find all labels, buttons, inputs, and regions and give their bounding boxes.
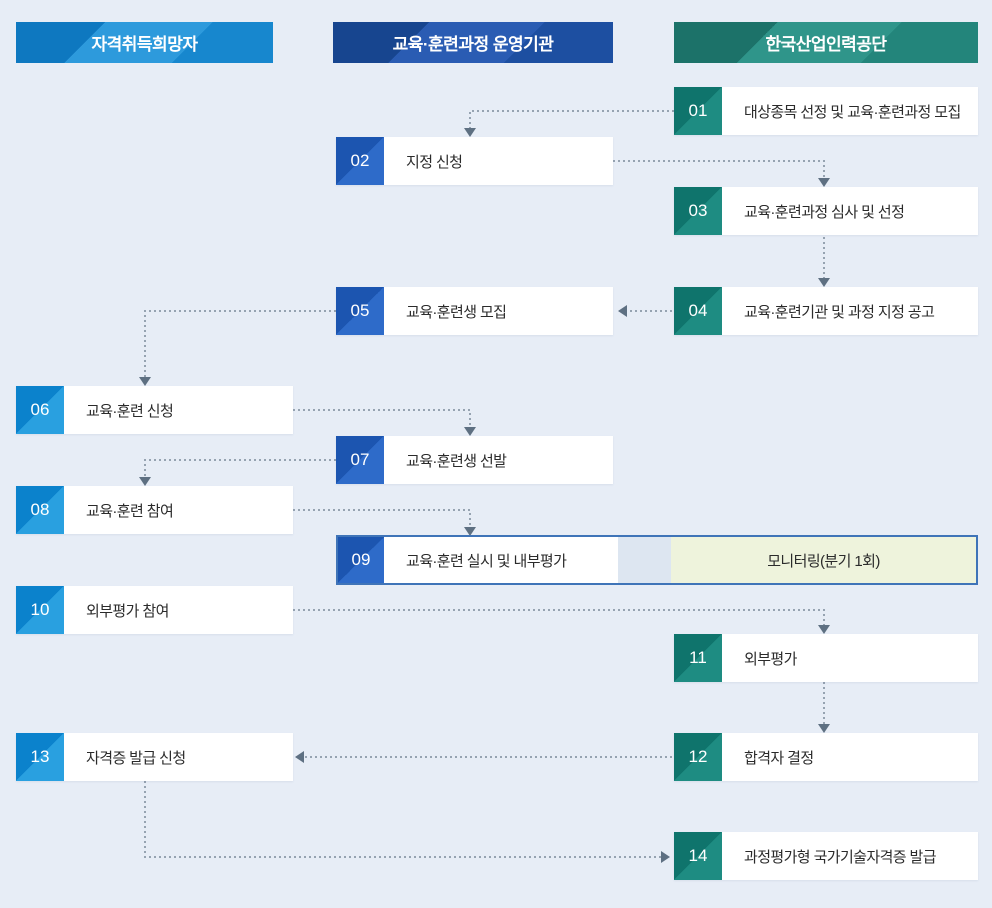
step-label: 교육·훈련과정 심사 및 선정 [744, 203, 905, 221]
step-label: 교육·훈련 실시 및 내부평가 [406, 552, 567, 570]
step-label: 외부평가 참여 [86, 602, 169, 620]
step-box-13: 13 자격증 발급 신청 [16, 733, 293, 781]
step-box-10: 10 외부평가 참여 [16, 586, 293, 634]
step-box-09: 09 교육·훈련 실시 및 내부평가 [338, 537, 618, 583]
step-number-badge: 09 [338, 537, 384, 583]
step-label: 합격자 결정 [744, 749, 814, 767]
connector-07-08 [139, 459, 336, 486]
connector-04-05 [618, 305, 672, 317]
step-number-badge: 08 [16, 486, 64, 534]
step-number-badge: 11 [674, 634, 722, 682]
connector-10-11 [293, 609, 830, 634]
step-box-06: 06 교육·훈련 신청 [16, 386, 293, 434]
connector-02-03 [613, 160, 830, 187]
step-label: 지정 신청 [406, 153, 463, 171]
step-box-02: 02 지정 신청 [336, 137, 613, 185]
step-number-badge: 05 [336, 287, 384, 335]
connector-05-06 [139, 310, 336, 386]
step-box-11: 11 외부평가 [674, 634, 978, 682]
step-box-03: 03 교육·훈련과정 심사 및 선정 [674, 187, 978, 235]
column-header-label: 자격취득희망자 [91, 35, 198, 54]
step-label: 과정평가형 국가기술자격증 발급 [744, 848, 937, 866]
step-box-09-frame: 09 교육·훈련 실시 및 내부평가 모니터링(분기 1회) [336, 535, 978, 585]
connector-08-09 [293, 509, 476, 536]
step-label: 교육·훈련생 모집 [406, 303, 507, 321]
step-box-01: 01 대상종목 선정 및 교육·훈련과정 모집 [674, 87, 978, 135]
column-header-applicant: 자격취득희망자 [16, 22, 273, 63]
step-number-badge: 01 [674, 87, 722, 135]
step-label: 교육·훈련 신청 [86, 402, 174, 420]
step-number-badge: 02 [336, 137, 384, 185]
step-number-badge: 12 [674, 733, 722, 781]
step-box-05: 05 교육·훈련생 모집 [336, 287, 613, 335]
step-label: 외부평가 [744, 650, 797, 668]
step-box-04: 04 교육·훈련기관 및 과정 지정 공고 [674, 287, 978, 335]
step-label: 교육·훈련 참여 [86, 502, 174, 520]
step-number-badge: 04 [674, 287, 722, 335]
step-label: 대상종목 선정 및 교육·훈련과정 모집 [744, 103, 961, 121]
step-label: 교육·훈련생 선발 [406, 452, 507, 470]
step-number-badge: 10 [16, 586, 64, 634]
connector-01-02 [464, 110, 674, 137]
step-label: 자격증 발급 신청 [86, 749, 186, 767]
column-header-operator: 교육·훈련과정 운영기관 [333, 22, 613, 63]
step-number-badge: 03 [674, 187, 722, 235]
connector-03-04 [818, 237, 830, 287]
step-box-12: 12 합격자 결정 [674, 733, 978, 781]
step-label: 교육·훈련기관 및 과정 지정 공고 [744, 303, 935, 321]
connector-13-14 [144, 781, 670, 863]
step-number-badge: 06 [16, 386, 64, 434]
connector-11-12 [818, 682, 830, 733]
step-number-badge: 07 [336, 436, 384, 484]
monitoring-label: 모니터링(분기 1회) [767, 552, 880, 570]
column-header-label: 한국산업인력공단 [765, 35, 887, 54]
step-number-badge: 14 [674, 832, 722, 880]
step-box-07: 07 교육·훈련생 선발 [336, 436, 613, 484]
column-header-label: 교육·훈련과정 운영기관 [392, 35, 554, 54]
step-box-08: 08 교육·훈련 참여 [16, 486, 293, 534]
monitoring-box: 모니터링(분기 1회) [671, 537, 976, 583]
step-box-14: 14 과정평가형 국가기술자격증 발급 [674, 832, 978, 880]
connector-06-07 [293, 409, 476, 436]
column-header-hrdk: 한국산업인력공단 [674, 22, 978, 63]
connector-12-13 [295, 751, 672, 763]
step-number-badge: 13 [16, 733, 64, 781]
